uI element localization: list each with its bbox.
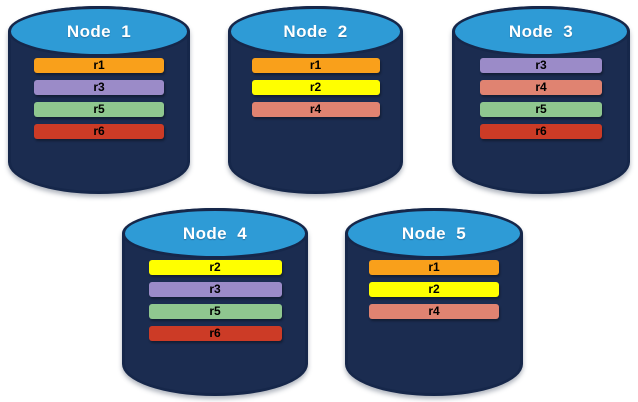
shard-r5[interactable]: r5: [480, 102, 602, 117]
shard-r6[interactable]: r6: [148, 325, 282, 341]
node-2-shard-list: r1 r2 r4: [228, 58, 403, 117]
shard-r3[interactable]: r3: [34, 80, 164, 95]
node-3-shard-list: r3 r4 r5 r6: [452, 58, 630, 139]
node-1[interactable]: Node 1 r1 r3 r5 r6: [8, 6, 190, 194]
node-5-cylinder-top: Node 5: [345, 208, 523, 259]
shard-label: r1: [428, 259, 440, 274]
node-5-label: Node 5: [401, 224, 467, 244]
shard-r3[interactable]: r3: [480, 58, 602, 73]
shard-r5[interactable]: r5: [34, 102, 164, 117]
shard-r1[interactable]: r1: [251, 57, 380, 73]
shard-label: r5: [93, 101, 105, 116]
node-4-cylinder-top: Node 4: [122, 208, 308, 259]
shard-label: r3: [209, 281, 221, 296]
shard-r4[interactable]: r4: [369, 304, 499, 319]
node-5[interactable]: Node 5 r1 r2 r4: [345, 208, 523, 396]
shard-r2[interactable]: r2: [369, 282, 499, 297]
node-4-label: Node 4: [182, 224, 248, 244]
shard-label: r6: [209, 325, 221, 340]
node-3-label: Node 3: [508, 22, 574, 42]
node-3[interactable]: Node 3 r3 r4 r5 r6: [452, 6, 630, 194]
shard-r5[interactable]: r5: [148, 303, 282, 319]
shard-label: r4: [309, 101, 322, 116]
node-1-cylinder-top: Node 1: [8, 6, 190, 57]
node-3-cylinder-top: Node 3: [452, 6, 630, 57]
shard-label: r3: [93, 79, 105, 94]
shard-label: r6: [93, 123, 105, 138]
node-2-cylinder-top: Node 2: [228, 6, 403, 57]
shard-label: r4: [428, 303, 440, 318]
shard-label: r4: [535, 79, 547, 94]
node-5-shard-list: r1 r2 r4: [345, 260, 523, 319]
node-1-label: Node 1: [66, 22, 132, 42]
shard-label: r2: [209, 259, 221, 274]
shard-label: r1: [93, 57, 105, 72]
node-2[interactable]: Node 2 r1 r2 r4: [228, 6, 403, 194]
shard-label: r3: [535, 57, 547, 72]
shard-label: r2: [309, 79, 322, 94]
shard-r1[interactable]: r1: [34, 58, 164, 73]
shard-r3[interactable]: r3: [148, 281, 282, 297]
node-2-label: Node 2: [283, 22, 348, 42]
node-4[interactable]: Node 4 r2 r3 r5 r6: [122, 208, 308, 396]
shard-label: r6: [535, 123, 547, 138]
shard-label: r1: [309, 57, 322, 72]
shard-r6[interactable]: r6: [480, 124, 602, 139]
shard-r1[interactable]: r1: [369, 260, 499, 275]
shard-r6[interactable]: r6: [34, 124, 164, 139]
shard-label: r2: [428, 281, 440, 296]
shard-r2[interactable]: r2: [148, 259, 282, 275]
shard-r4[interactable]: r4: [251, 101, 380, 117]
node-1-shard-list: r1 r3 r5 r6: [8, 58, 190, 139]
shard-r2[interactable]: r2: [251, 79, 380, 95]
shard-label: r5: [209, 303, 221, 318]
shard-r4[interactable]: r4: [480, 80, 602, 95]
shard-label: r5: [535, 101, 547, 116]
node-4-shard-list: r2 r3 r5 r6: [122, 260, 308, 341]
